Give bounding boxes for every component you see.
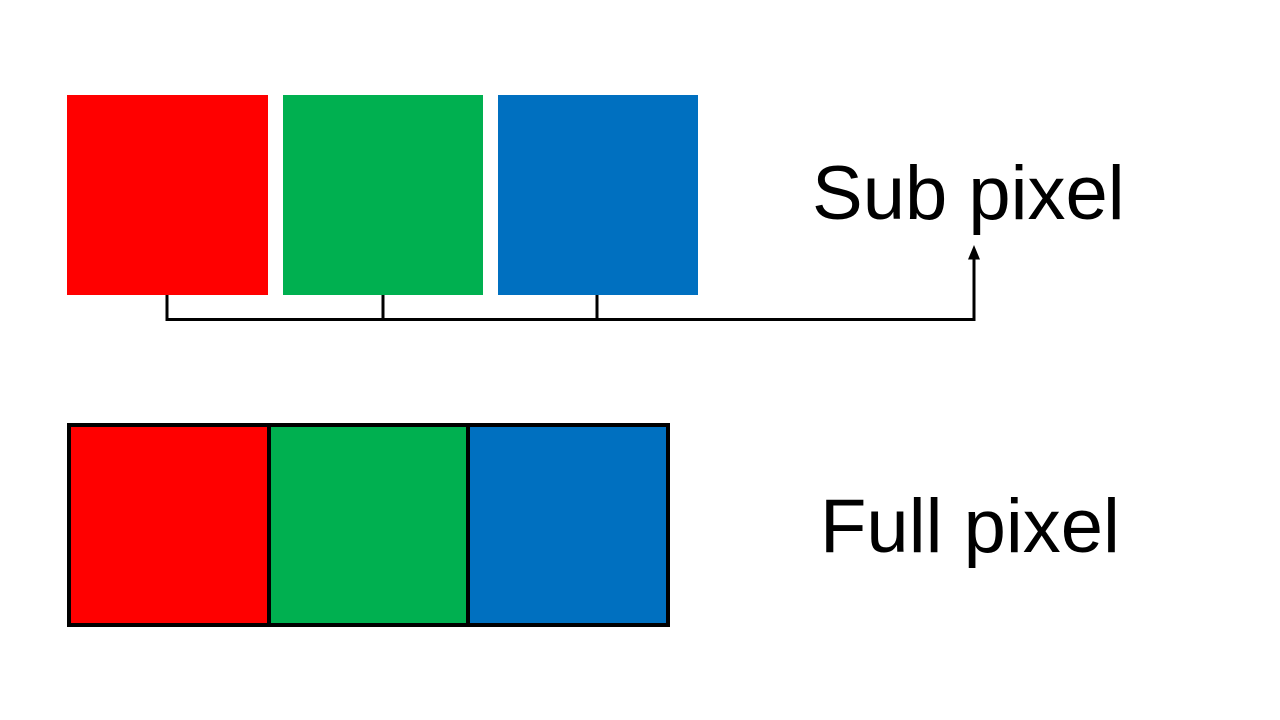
- sub-pixel-blue-swatch: [498, 95, 698, 295]
- sub-pixel-label: Sub pixel: [812, 151, 1125, 236]
- arrowhead-up-icon: [968, 245, 980, 260]
- sub-pixel-red-swatch: [67, 95, 268, 295]
- sub-pixel-green-swatch: [283, 95, 483, 295]
- full-pixel-box: [67, 423, 670, 627]
- full-pixel-label: Full pixel: [820, 484, 1120, 569]
- full-pixel-red-cell: [71, 427, 267, 623]
- full-pixel-blue-cell: [466, 427, 667, 623]
- full-pixel-green-cell: [266, 427, 467, 623]
